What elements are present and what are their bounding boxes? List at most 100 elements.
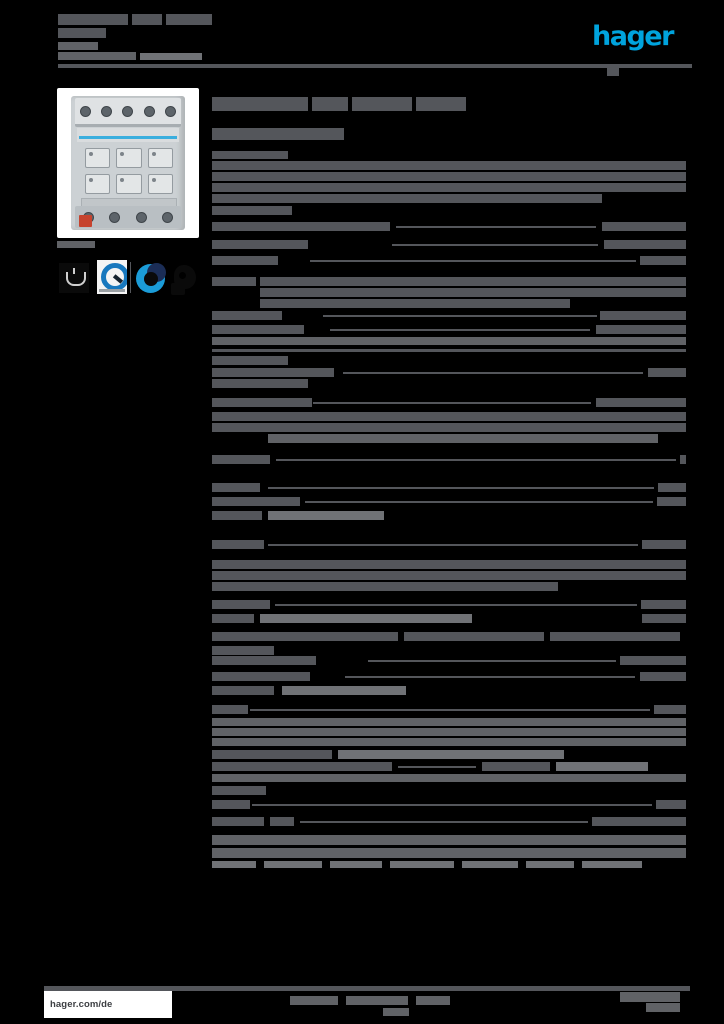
redacted-text-block (582, 861, 642, 868)
screw-icon (80, 105, 92, 117)
redacted-text-block (338, 750, 564, 759)
redacted-text-block (57, 241, 95, 248)
redacted-text-block (212, 750, 332, 759)
redacted-text-block (416, 97, 466, 111)
redacted-text-block (404, 632, 544, 641)
redacted-text-block (212, 632, 398, 641)
redacted-text-block (330, 861, 382, 868)
rule-line (305, 501, 653, 503)
icon-divider (130, 262, 131, 293)
redacted-text-block (212, 412, 686, 421)
redacted-text-block (556, 762, 648, 771)
rule-line (330, 329, 590, 331)
rule-line (396, 226, 596, 228)
redacted-text-block (596, 398, 686, 407)
device-button (147, 174, 173, 194)
redacted-text-block (212, 206, 292, 215)
redacted-text-block (657, 497, 686, 506)
redacted-text-block (212, 172, 686, 181)
redacted-text-block (212, 600, 270, 609)
redacted-text-block (390, 861, 454, 868)
redacted-text-block (642, 540, 686, 549)
redacted-text-block (212, 240, 308, 249)
redacted-text-block (212, 161, 686, 170)
redacted-text-block (212, 835, 686, 845)
redacted-text-block (290, 996, 338, 1005)
rule-line (268, 544, 638, 546)
redacted-text-block (212, 705, 248, 714)
redacted-text-block (526, 861, 574, 868)
rule-line (250, 709, 650, 711)
redacted-text-block (212, 277, 256, 286)
certification-mark-icon (59, 263, 89, 293)
redacted-text-block (58, 42, 98, 50)
redacted-text-block (212, 582, 558, 591)
screw-icon (164, 105, 176, 117)
redacted-text-block (58, 28, 106, 38)
redacted-text-block (282, 686, 406, 695)
redacted-text-block (212, 97, 308, 111)
redacted-text-block (592, 817, 686, 826)
device-buttons (85, 148, 173, 194)
redacted-text-block (212, 128, 344, 140)
footer-site-link[interactable]: hager.com/de (44, 991, 172, 1018)
redacted-text-block (212, 571, 686, 580)
redacted-text-block (268, 434, 658, 443)
redacted-text-block (620, 656, 686, 665)
redacted-text-block (140, 53, 202, 60)
redacted-text-block (270, 817, 294, 826)
rule-line (323, 315, 597, 317)
redacted-text-block (212, 151, 288, 159)
redacted-text-block (166, 14, 212, 25)
redacted-text-block (58, 14, 128, 25)
redacted-text-block (212, 861, 256, 868)
redacted-text-block (58, 52, 136, 60)
installer-mark-icon (171, 263, 198, 296)
redacted-text-block (212, 686, 274, 695)
rule-line (343, 372, 643, 374)
redacted-text-block (212, 311, 282, 320)
redacted-text-block (212, 614, 254, 623)
redacted-text-block (680, 455, 686, 464)
rule-line (310, 260, 636, 262)
redacted-text-block (44, 986, 690, 991)
rule-line (252, 804, 652, 806)
redacted-text-block (212, 325, 304, 334)
din-rail-module (71, 96, 185, 230)
redacted-text-block (462, 861, 518, 868)
redacted-text-block (648, 368, 686, 377)
redacted-text-block (482, 762, 550, 771)
redacted-text-block (260, 614, 472, 623)
redacted-text-block (212, 483, 260, 492)
redacted-text-block (212, 762, 392, 771)
screw-icon (109, 211, 121, 223)
rule-line (212, 349, 686, 352)
redacted-text-block (600, 311, 686, 320)
redacted-text-block (212, 379, 308, 388)
redacted-text-block (658, 483, 686, 492)
rule-line (398, 766, 476, 768)
redacted-text-block (656, 800, 686, 809)
redacted-text-block (212, 800, 250, 809)
quality-seal-icon (97, 260, 127, 294)
redacted-text-block (640, 256, 686, 265)
redacted-text-block (654, 705, 686, 714)
hager-logo: hager (592, 21, 674, 52)
rule-line (313, 402, 591, 404)
redacted-text-block (640, 672, 686, 681)
redacted-text-block (212, 194, 602, 203)
redacted-text-block (260, 299, 570, 308)
device-button (116, 174, 142, 194)
redacted-text-block (212, 786, 266, 795)
redacted-text-block (212, 774, 686, 782)
redacted-text-block (212, 337, 686, 345)
rule-line (276, 459, 676, 461)
redacted-text-block (646, 1003, 680, 1012)
redacted-text-block (212, 356, 288, 365)
redacted-text-block (604, 240, 686, 249)
redacted-text-block (641, 600, 686, 609)
redacted-text-block (607, 68, 619, 76)
redacted-text-block (260, 277, 686, 286)
redacted-text-block (602, 222, 686, 231)
